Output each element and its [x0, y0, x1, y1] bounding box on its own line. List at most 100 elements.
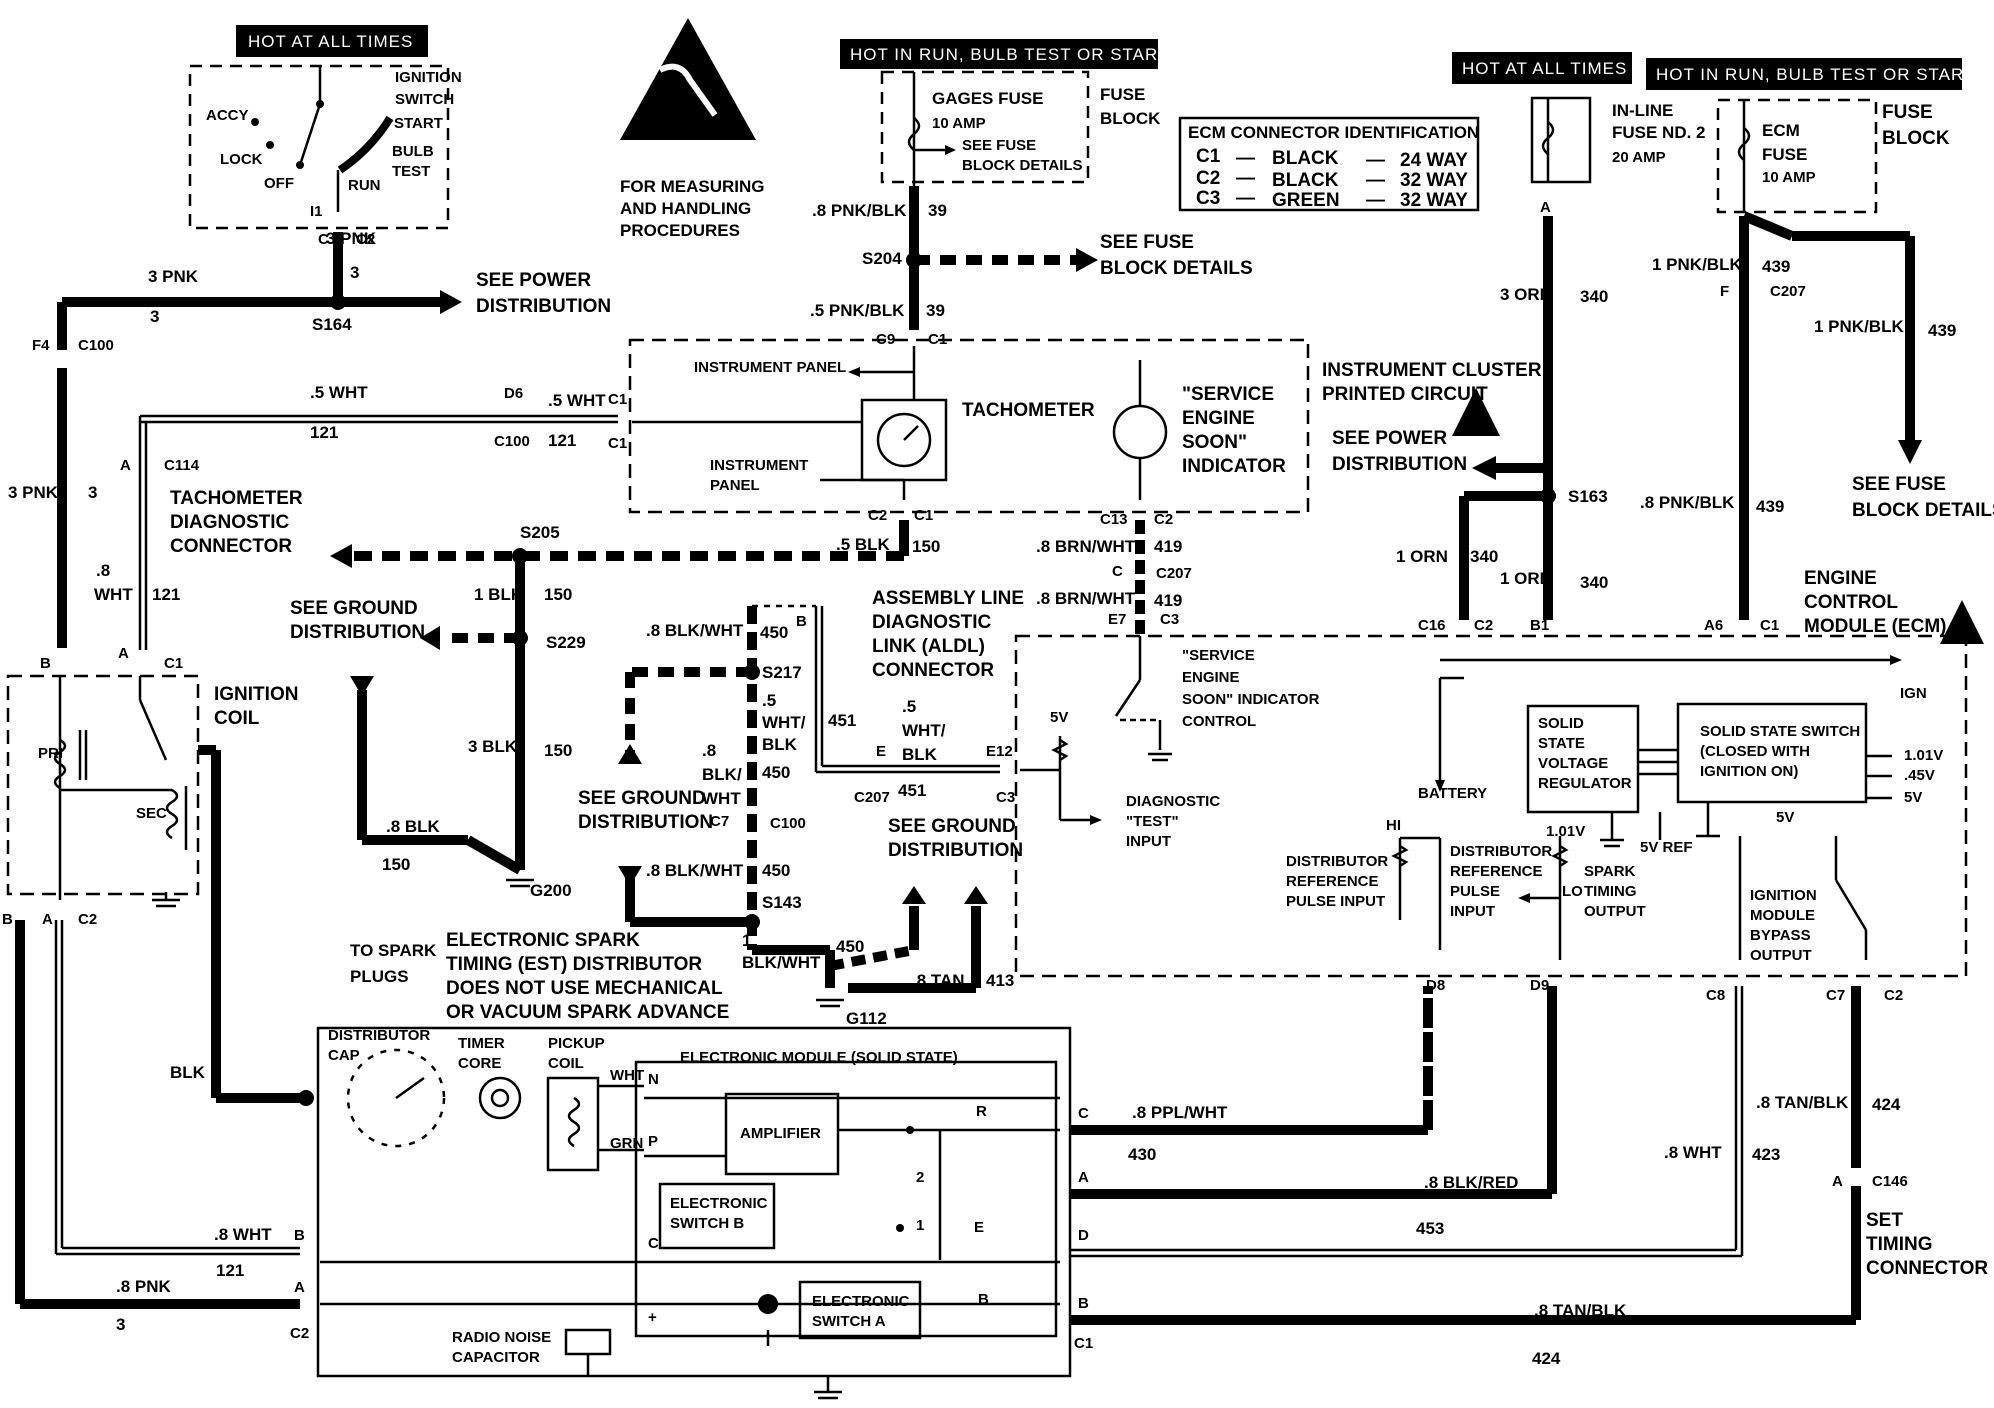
svg-text:C2: C2 — [1154, 511, 1173, 528]
svg-text:P: P — [648, 1133, 658, 1150]
esd-warning-icon — [620, 18, 756, 140]
svg-text:C7: C7 — [1826, 987, 1845, 1004]
svg-text:BLK: BLK — [902, 745, 938, 764]
svg-text:121: 121 — [548, 431, 576, 450]
wire-424 — [1070, 986, 1861, 1325]
svg-text:R: R — [976, 1103, 987, 1120]
wire-150 — [330, 520, 909, 888]
ecm-fuse: ECM FUSE 10 AMP FUSE BLOCK — [1716, 98, 1950, 214]
svg-text:ELECTRONIC MODULE (SOLID STATE: ELECTRONIC MODULE (SOLID STATE) — [680, 1049, 958, 1066]
svg-text:.8 BRN/WHT: .8 BRN/WHT — [1036, 537, 1136, 556]
svg-text:BLACK: BLACK — [1272, 148, 1339, 169]
ground-g112: G112 — [846, 1009, 887, 1028]
svg-text:C2: C2 — [1474, 617, 1493, 634]
svg-text:3: 3 — [150, 307, 159, 326]
svg-text:5V: 5V — [1904, 789, 1922, 806]
svg-text:HI: HI — [1386, 817, 1401, 834]
svg-text:WHT/: WHT/ — [902, 721, 946, 740]
svg-text:INPUT: INPUT — [1126, 833, 1171, 850]
svg-text:WHT: WHT — [702, 789, 741, 808]
svg-text:TEST: TEST — [392, 163, 430, 180]
svg-text:SWITCH B: SWITCH B — [670, 1215, 744, 1232]
esd-note-2: AND HANDLING — [620, 199, 751, 218]
splice-s143: S143 — [762, 893, 802, 912]
svg-text:GAGES FUSE: GAGES FUSE — [932, 89, 1043, 108]
svg-text:3 PNK: 3 PNK — [326, 229, 377, 248]
svg-text:413: 413 — [986, 971, 1014, 990]
svg-text:ACCY: ACCY — [206, 107, 249, 124]
svg-text:24 WAY: 24 WAY — [1400, 150, 1468, 171]
svg-text:3 PNK: 3 PNK — [8, 483, 59, 502]
svg-text:RUN: RUN — [348, 177, 381, 194]
svg-text:SEE POWER: SEE POWER — [1332, 428, 1447, 449]
hot-label-center: HOT IN RUN, BULB TEST OR START — [840, 39, 1168, 69]
svg-text:1 PNK/BLK: 1 PNK/BLK — [1652, 255, 1742, 274]
svg-text:DIAGNOSTIC: DIAGNOSTIC — [872, 612, 992, 633]
svg-text:ELECTRONIC: ELECTRONIC — [670, 1195, 768, 1212]
svg-text:DISTRIBUTION: DISTRIBUTION — [1332, 454, 1467, 475]
svg-text:BLOCK: BLOCK — [1100, 109, 1161, 128]
svg-text:TACHOMETER: TACHOMETER — [170, 488, 303, 509]
svg-text:C3: C3 — [996, 789, 1015, 806]
svg-text:450: 450 — [836, 937, 864, 956]
wire-coil-dist — [15, 920, 300, 1309]
svg-text:IGNITION: IGNITION — [214, 684, 298, 705]
esd-icon-ecm — [1940, 600, 1984, 644]
svg-text:START: START — [394, 115, 443, 132]
svg-text:GREEN: GREEN — [1272, 190, 1340, 211]
svg-text:F4: F4 — [32, 337, 50, 354]
svg-text:SET: SET — [1866, 1210, 1903, 1231]
wire-121 — [138, 414, 618, 650]
svg-text:10 AMP: 10 AMP — [932, 115, 986, 132]
svg-text:C2: C2 — [290, 1325, 309, 1342]
svg-text:FUSE: FUSE — [1100, 85, 1145, 104]
svg-text:419: 419 — [1154, 591, 1182, 610]
svg-text:3: 3 — [350, 263, 359, 282]
svg-text:ELECTRONIC: ELECTRONIC — [812, 1293, 910, 1310]
svg-text:SEE FUSE: SEE FUSE — [962, 137, 1036, 154]
svg-text:C1: C1 — [1074, 1335, 1093, 1352]
svg-text:F: F — [1720, 283, 1729, 300]
svg-text:IGNITION ON): IGNITION ON) — [1700, 763, 1798, 780]
svg-text:PICKUP: PICKUP — [548, 1035, 605, 1052]
svg-text:340: 340 — [1580, 287, 1608, 306]
svg-text:.8 BLK/RED: .8 BLK/RED — [1424, 1173, 1518, 1192]
svg-text:INPUT: INPUT — [1450, 903, 1495, 920]
svg-text:450: 450 — [762, 861, 790, 880]
svg-text:REGULATOR: REGULATOR — [1538, 775, 1632, 792]
svg-text:BYPASS: BYPASS — [1750, 927, 1811, 944]
svg-text:ELECTRONIC SPARK: ELECTRONIC SPARK — [446, 930, 640, 951]
svg-text:C100: C100 — [770, 815, 806, 832]
svg-text:TIMER: TIMER — [458, 1035, 505, 1052]
svg-text:BLOCK DETAILS: BLOCK DETAILS — [962, 157, 1083, 174]
svg-text:C114: C114 — [164, 457, 200, 474]
svg-text:LO: LO — [1562, 883, 1583, 900]
svg-text:C2: C2 — [1884, 987, 1903, 1004]
svg-text:C: C — [1112, 563, 1123, 580]
esd-icon-cluster — [1452, 388, 1500, 436]
svg-text:.8 TAN/BLK: .8 TAN/BLK — [1756, 1093, 1849, 1112]
svg-text:.5: .5 — [902, 697, 916, 716]
svg-text:FUSE ND. 2: FUSE ND. 2 — [1612, 123, 1706, 142]
svg-text:A: A — [294, 1279, 305, 1296]
svg-text:BLK: BLK — [170, 1063, 206, 1082]
svg-text:INSTRUMENT CLUSTER: INSTRUMENT CLUSTER — [1322, 360, 1542, 381]
svg-text:A: A — [118, 645, 129, 662]
svg-text:MODULE (ECM): MODULE (ECM) — [1804, 616, 1946, 637]
svg-text:TIMING: TIMING — [1866, 1234, 1933, 1255]
svg-text:D6: D6 — [504, 385, 523, 402]
svg-text:150: 150 — [382, 855, 410, 874]
wire-340 — [1459, 216, 1556, 620]
svg-text:150: 150 — [544, 741, 572, 760]
svg-text:DISTRIBUTOR: DISTRIBUTOR — [1286, 853, 1388, 870]
svg-text:FUSE: FUSE — [1762, 145, 1807, 164]
svg-text:LOCK: LOCK — [220, 151, 263, 168]
svg-text:ECM CONNECTOR IDENTIFICATION: ECM CONNECTOR IDENTIFICATION — [1188, 123, 1479, 142]
svg-text:ENGINE: ENGINE — [1804, 568, 1877, 589]
svg-text:C100: C100 — [78, 337, 114, 354]
svg-text:439: 439 — [1762, 257, 1790, 276]
svg-text:C: C — [1078, 1105, 1089, 1122]
svg-text:COIL: COIL — [214, 708, 260, 729]
svg-text:121: 121 — [152, 585, 180, 604]
splice-s204: S204 — [862, 249, 902, 268]
